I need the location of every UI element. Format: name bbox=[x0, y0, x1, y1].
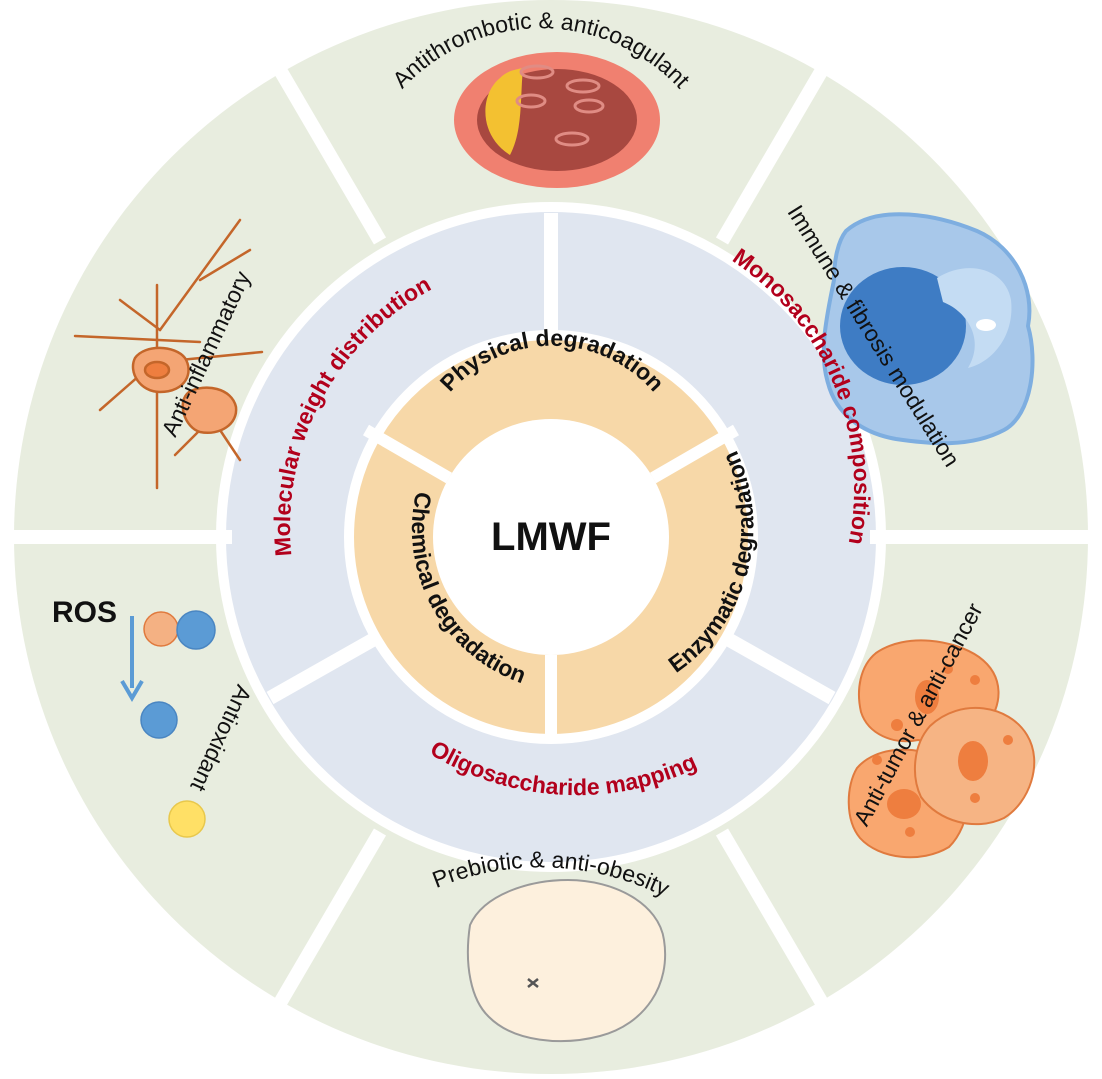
tumor-cell-icon bbox=[847, 639, 1036, 859]
neuron-icon bbox=[73, 218, 264, 490]
blood-vessel-icon bbox=[454, 52, 660, 188]
center-disc bbox=[433, 419, 669, 655]
adipocyte-icon bbox=[466, 878, 667, 1043]
immune-cell-icon bbox=[821, 212, 1035, 446]
middle-separators bbox=[266, 213, 836, 705]
antioxidant-icon: ROS bbox=[52, 596, 216, 838]
outer-separators bbox=[0, 66, 1102, 1007]
center-label: LMWF bbox=[491, 515, 611, 559]
inner-separators bbox=[362, 424, 740, 740]
ros-label: ROS bbox=[52, 596, 117, 629]
